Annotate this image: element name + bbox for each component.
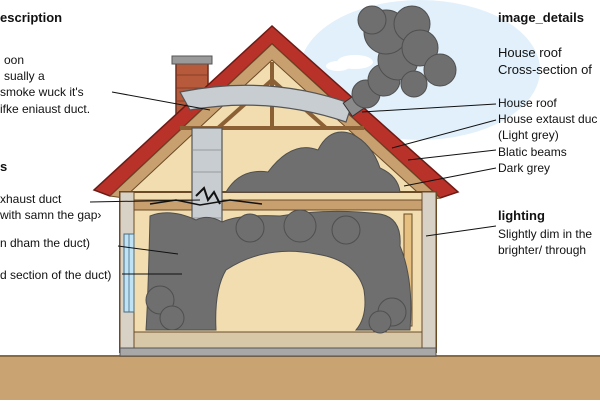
left-section-header: s — [0, 159, 7, 174]
roof — [92, 24, 460, 201]
right-callout-5: Dark grey — [498, 161, 550, 175]
left-callout-2: with samn the gap› — [0, 208, 101, 222]
smoke-plume — [351, 5, 457, 109]
window — [123, 233, 135, 313]
lighting-line-2: brighter/ through — [498, 243, 586, 257]
left-callout-3: n dham the duct) — [0, 236, 90, 250]
right-callout-1: House roof — [498, 96, 557, 110]
right-callout-3: (Light grey) — [498, 128, 559, 142]
right-top-line-1: House roof — [498, 45, 562, 60]
left-header: escription — [0, 10, 62, 25]
smoke-fill — [145, 131, 412, 334]
left-callout-4: d section of the duct) — [0, 268, 111, 282]
left-line-3: smoke wuck it's — [0, 85, 84, 99]
leader-lines — [89, 91, 497, 275]
left-line-4: ifke eniaust duct. — [0, 102, 90, 116]
ground — [0, 356, 600, 400]
lighting-header: lighting — [498, 208, 545, 223]
right-callout-4: Blatic beams — [498, 145, 567, 159]
right-top-line-2: Cross-section of — [498, 62, 592, 77]
left-callout-1: xhaust duct — [0, 192, 62, 206]
right-callout-2: House extaust duc — [498, 112, 597, 126]
left-line-2: sually a — [4, 69, 45, 83]
right-header: image_details — [498, 10, 584, 25]
lighting-line-1: Slightly dim in the — [498, 227, 592, 241]
left-line-1: oon — [4, 53, 24, 67]
